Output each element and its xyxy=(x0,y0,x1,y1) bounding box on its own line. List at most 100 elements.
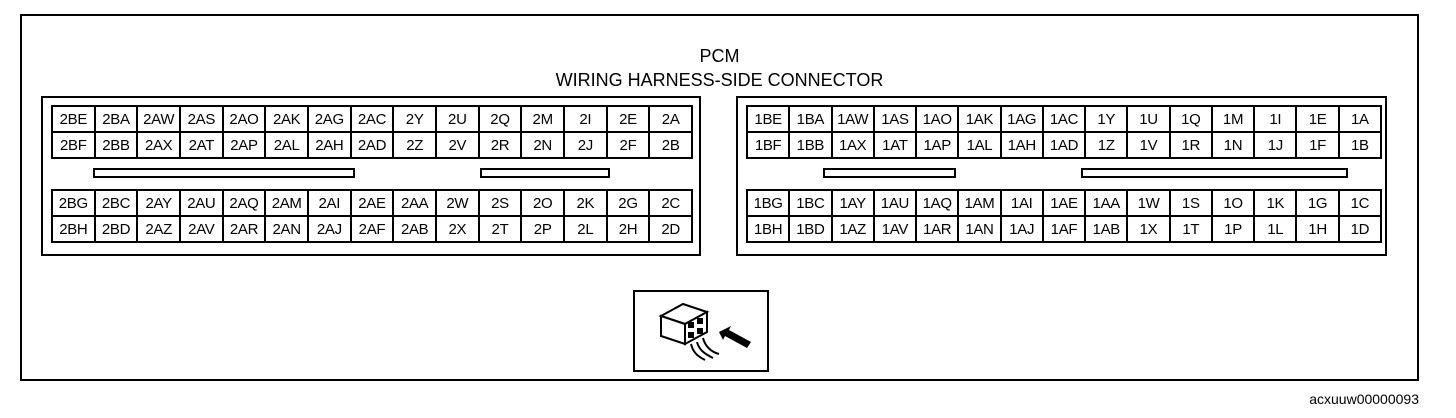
terminal-cell: 1AQ xyxy=(916,190,959,216)
terminal-cell: 2AM xyxy=(265,190,308,216)
terminal-cell: 2AW xyxy=(137,106,180,132)
terminal-cell: 1T xyxy=(1169,216,1212,242)
terminal-cell: 1AJ xyxy=(1000,216,1043,242)
terminal-cell: 2AR xyxy=(222,216,266,242)
terminal-cell: 1BE xyxy=(747,106,790,132)
terminal-cell: 2G xyxy=(606,190,650,216)
terminal-cell: 2C xyxy=(649,190,692,216)
terminal-cell: 1AF xyxy=(1042,216,1086,242)
terminal-cell: 1W xyxy=(1127,190,1170,216)
terminal-cell: 1AA xyxy=(1085,190,1128,216)
terminal-cell: 2BA xyxy=(94,106,138,132)
terminal-cell: 2U xyxy=(436,106,479,132)
terminal-cell: 2AI xyxy=(308,190,351,216)
terminal-cell: 1X xyxy=(1127,216,1170,242)
terminal-cell: 1AI xyxy=(1000,190,1043,216)
terminal-cell: 1C xyxy=(1338,190,1381,216)
terminal-cell: 2AS xyxy=(180,106,223,132)
terminal-cell: 2J xyxy=(564,132,607,158)
terminal-cell: 1AB xyxy=(1085,216,1128,242)
terminal-cell: 2AG xyxy=(308,106,351,132)
terminal-cell: 1AH xyxy=(1000,132,1043,158)
terminal-cell: 1AM xyxy=(958,190,1001,216)
terminal-cell: 1R xyxy=(1169,132,1212,158)
terminal-cell: 1S xyxy=(1169,190,1212,216)
terminal-cell: 1A xyxy=(1338,106,1381,132)
terminal-cell: 2BB xyxy=(94,132,138,158)
terminal-cell: 1L xyxy=(1254,216,1297,242)
terminal-cell: 2A xyxy=(649,106,692,132)
terminal-cell: 1M xyxy=(1211,106,1255,132)
terminal-cell: 1N xyxy=(1211,132,1255,158)
terminal-cell: 2Q xyxy=(478,106,522,132)
terminal-cell: 2AK xyxy=(265,106,308,132)
terminal-cell: 2AC xyxy=(350,106,394,132)
terminal-cell: 2BE xyxy=(52,106,95,132)
terminal-cell: 2AO xyxy=(222,106,266,132)
terminal-cell: 2AE xyxy=(350,190,394,216)
terminal-cell: 1B xyxy=(1338,132,1381,158)
terminal-cell: 1BB xyxy=(789,132,832,158)
terminal-cell: 2AT xyxy=(180,132,223,158)
terminal-cell: 1I xyxy=(1254,106,1297,132)
terminal-cell: 1AO xyxy=(916,106,959,132)
terminal-cell: 1AE xyxy=(1042,190,1086,216)
terminal-cell: 2BF xyxy=(52,132,95,158)
terminal-cell: 2T xyxy=(478,216,522,242)
terminal-cell: 1K xyxy=(1254,190,1297,216)
terminal-cell: 2V xyxy=(436,132,479,158)
terminal-cell: 1AX xyxy=(831,132,874,158)
terminal-cell: 1AR xyxy=(916,216,959,242)
terminal-cell: 2AB xyxy=(393,216,436,242)
connector-2-key-left xyxy=(93,168,355,178)
terminal-cell: 2N xyxy=(521,132,564,158)
terminal-cell: 1BH xyxy=(747,216,790,242)
terminal-cell: 1AD xyxy=(1042,132,1086,158)
terminal-cell: 2AH xyxy=(308,132,351,158)
terminal-cell: 1AY xyxy=(831,190,874,216)
title-connector: WIRING HARNESS-SIDE CONNECTOR xyxy=(555,70,884,90)
terminal-cell: 1AC xyxy=(1042,106,1086,132)
terminal-cell: 1Q xyxy=(1169,106,1212,132)
terminal-cell: 2AA xyxy=(393,190,436,216)
terminal-cell: 1J xyxy=(1254,132,1297,158)
terminal-cell: 1D xyxy=(1338,216,1381,242)
terminal-cell: 2AX xyxy=(137,132,180,158)
title-pcm: PCM xyxy=(699,46,740,66)
terminal-cell: 2I xyxy=(564,106,607,132)
terminal-cell: 2BH xyxy=(52,216,95,242)
terminal-cell: 2W xyxy=(436,190,479,216)
terminal-cell: 1BG xyxy=(747,190,790,216)
terminal-cell: 2AN xyxy=(265,216,308,242)
terminal-cell: 2AL xyxy=(265,132,308,158)
terminal-cell: 2F xyxy=(606,132,650,158)
terminal-cell: 2AD xyxy=(350,132,394,158)
view-icon-box xyxy=(633,290,769,372)
terminal-cell: 1O xyxy=(1211,190,1255,216)
terminal-cell: 1BD xyxy=(789,216,832,242)
connector-view-arrow-icon xyxy=(658,302,751,361)
terminal-cell: 1BA xyxy=(789,106,832,132)
terminal-cell: 1AT xyxy=(873,132,917,158)
terminal-cell: 1AW xyxy=(831,106,874,132)
connector-1-key-right xyxy=(1081,168,1348,178)
terminal-cell: 2AZ xyxy=(137,216,180,242)
terminal-cell: 2BD xyxy=(94,216,138,242)
terminal-cell: 1BF xyxy=(747,132,790,158)
figure-code: acxuuw00000093 xyxy=(1309,391,1419,407)
terminal-cell: 2B xyxy=(649,132,692,158)
terminal-cell: 1F xyxy=(1296,132,1339,158)
terminal-cell: 2AY xyxy=(137,190,180,216)
terminal-cell: 1AP xyxy=(916,132,959,158)
terminal-cell: 2D xyxy=(649,216,692,242)
connector-1-key-left xyxy=(823,168,956,178)
terminal-cell: 1AU xyxy=(873,190,917,216)
terminal-cell: 2AP xyxy=(222,132,266,158)
